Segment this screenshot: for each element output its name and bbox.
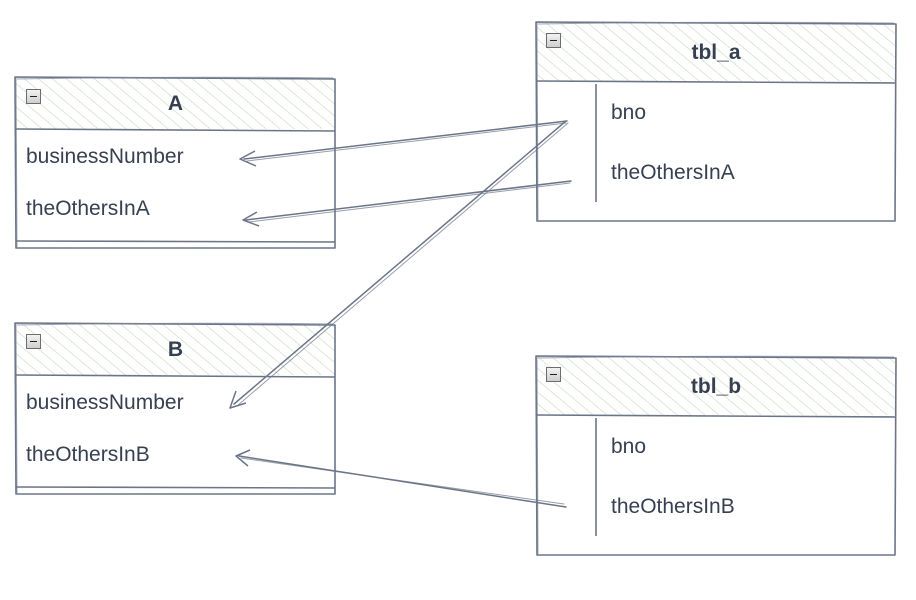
entity-a-frame[interactable] (14, 76, 336, 249)
entity-tbl-b-title: tbl_b (690, 375, 742, 398)
entity-tbl-b-field-bno[interactable]: bno (611, 435, 647, 458)
entity-a-collapse-icon[interactable] (26, 89, 41, 104)
entity-b-collapse-icon[interactable] (26, 334, 41, 349)
entity-tbl-a-collapse-icon[interactable] (546, 33, 561, 48)
entity-b-frame[interactable] (14, 322, 336, 495)
entity-tbl-a-title: tbl_a (691, 41, 741, 64)
entity-tbl-a-field-theothersina[interactable]: theOthersInA (611, 161, 735, 184)
relation-bno-to-b-businessnumber[interactable] (229, 120, 569, 409)
entity-tbl-b-collapse-icon[interactable] (546, 367, 561, 382)
relation-bno-to-a-businessnumber[interactable] (239, 120, 568, 167)
entity-tbl-b-field-theothersinb[interactable]: theOthersInB (611, 495, 735, 518)
entity-b-title: B (167, 338, 184, 361)
entity-b-field-businessnumber[interactable]: businessNumber (26, 391, 184, 414)
relation-theothersinb-to-b[interactable] (235, 449, 567, 508)
entity-a-title: A (167, 92, 184, 115)
relation-theothersina-to-a[interactable] (242, 180, 572, 227)
entity-b-field-theothersinb[interactable]: theOthersInB (26, 443, 150, 466)
entity-a-field-theothersina[interactable]: theOthersInA (26, 197, 150, 220)
entity-a-field-businessnumber[interactable]: businessNumber (26, 145, 184, 168)
entity-tbl-a-field-bno[interactable]: bno (611, 101, 647, 124)
entity-tbl-b-frame[interactable] (535, 355, 897, 556)
